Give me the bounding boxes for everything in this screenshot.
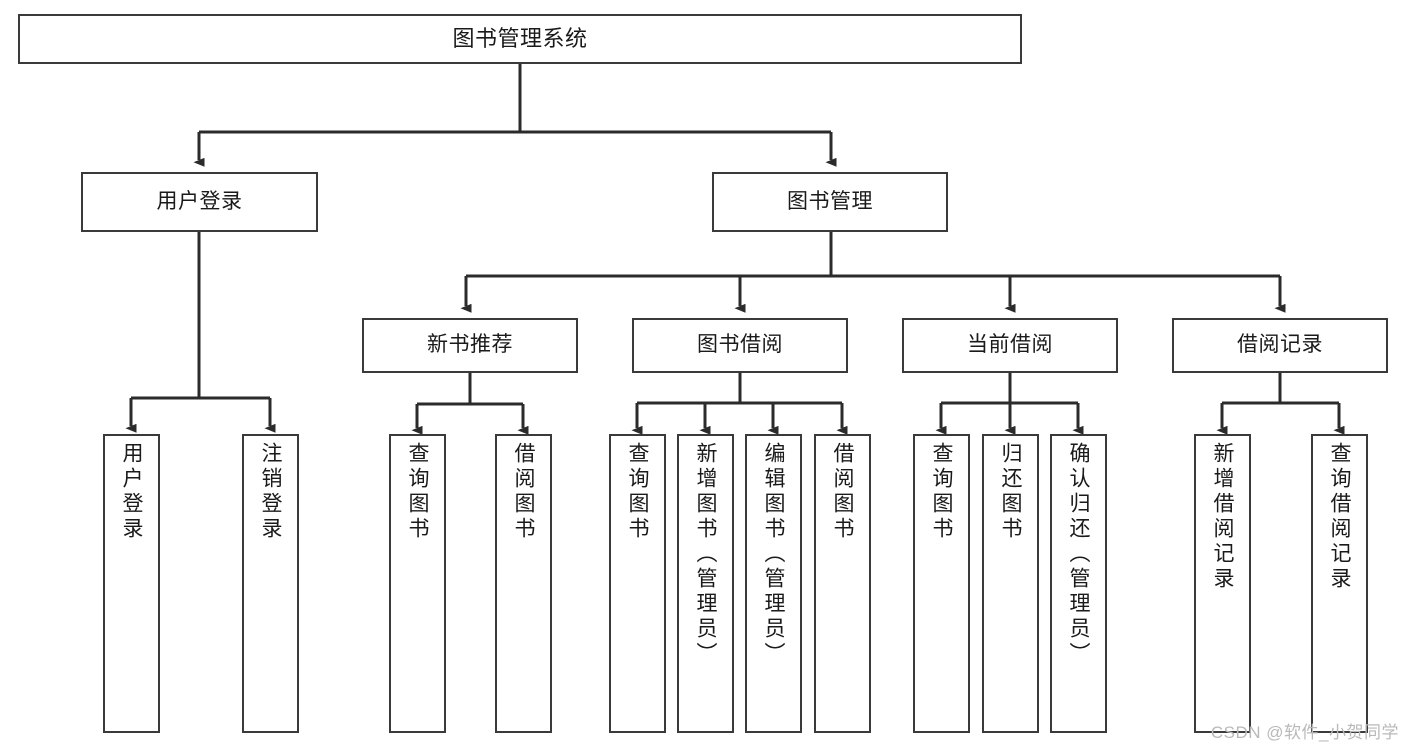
- node-leaf-add-record-label: 新增借阅记录: [1211, 442, 1234, 592]
- node-leaf-add-book[interactable]: 新增图书（管理员）: [677, 434, 734, 733]
- node-leaf-user-login-label: 用户登录: [120, 442, 143, 542]
- node-current-borrow[interactable]: 当前借阅: [902, 318, 1118, 373]
- node-root-system-label: 图书管理系统: [452, 26, 588, 52]
- node-current-borrow-label: 当前借阅: [967, 333, 1053, 357]
- node-root-system[interactable]: 图书管理系统: [18, 14, 1022, 64]
- node-leaf-user-login[interactable]: 用户登录: [103, 434, 160, 733]
- node-leaf-logout-label: 注销登录: [259, 442, 282, 542]
- node-leaf-borrow-book-b[interactable]: 借阅图书: [814, 434, 871, 733]
- node-leaf-edit-book-label: 编辑图书（管理员）: [762, 442, 785, 667]
- node-leaf-query-book-c[interactable]: 查询图书: [913, 434, 970, 733]
- node-leaf-query-book-b-label: 查询图书: [626, 442, 649, 542]
- node-leaf-borrow-book-b-label: 借阅图书: [831, 442, 854, 542]
- node-leaf-query-book-c-label: 查询图书: [930, 442, 953, 542]
- node-leaf-borrow-book-a[interactable]: 借阅图书: [495, 434, 552, 733]
- node-leaf-add-book-label: 新增图书（管理员）: [694, 442, 717, 667]
- node-leaf-borrow-book-a-label: 借阅图书: [512, 442, 535, 542]
- node-new-book-recommend-label: 新书推荐: [427, 333, 513, 357]
- node-leaf-edit-book[interactable]: 编辑图书（管理员）: [745, 434, 802, 733]
- node-book-borrow-label: 图书借阅: [697, 333, 783, 357]
- node-borrow-record[interactable]: 借阅记录: [1172, 318, 1388, 373]
- node-book-borrow[interactable]: 图书借阅: [632, 318, 848, 373]
- node-leaf-add-record[interactable]: 新增借阅记录: [1194, 434, 1251, 733]
- node-user-login[interactable]: 用户登录: [81, 172, 318, 232]
- node-new-book-recommend[interactable]: 新书推荐: [362, 318, 578, 373]
- node-leaf-return-book[interactable]: 归还图书: [982, 434, 1039, 733]
- node-leaf-logout[interactable]: 注销登录: [242, 434, 299, 733]
- node-leaf-query-record[interactable]: 查询借阅记录: [1311, 434, 1368, 733]
- node-leaf-confirm-return[interactable]: 确认归还（管理员）: [1050, 434, 1107, 733]
- node-leaf-query-book-b[interactable]: 查询图书: [609, 434, 666, 733]
- node-leaf-confirm-return-label: 确认归还（管理员）: [1067, 442, 1090, 667]
- node-user-login-label: 用户登录: [156, 189, 243, 213]
- node-book-manage[interactable]: 图书管理: [712, 172, 948, 232]
- csdn-watermark: CSDN @软件_小贺同学: [1210, 723, 1399, 742]
- node-leaf-query-book-a-label: 查询图书: [406, 442, 429, 542]
- node-leaf-return-book-label: 归还图书: [999, 442, 1022, 542]
- node-book-manage-label: 图书管理: [787, 189, 873, 213]
- node-leaf-query-record-label: 查询借阅记录: [1328, 442, 1351, 592]
- node-borrow-record-label: 借阅记录: [1237, 333, 1323, 357]
- node-leaf-query-book-a[interactable]: 查询图书: [389, 434, 446, 733]
